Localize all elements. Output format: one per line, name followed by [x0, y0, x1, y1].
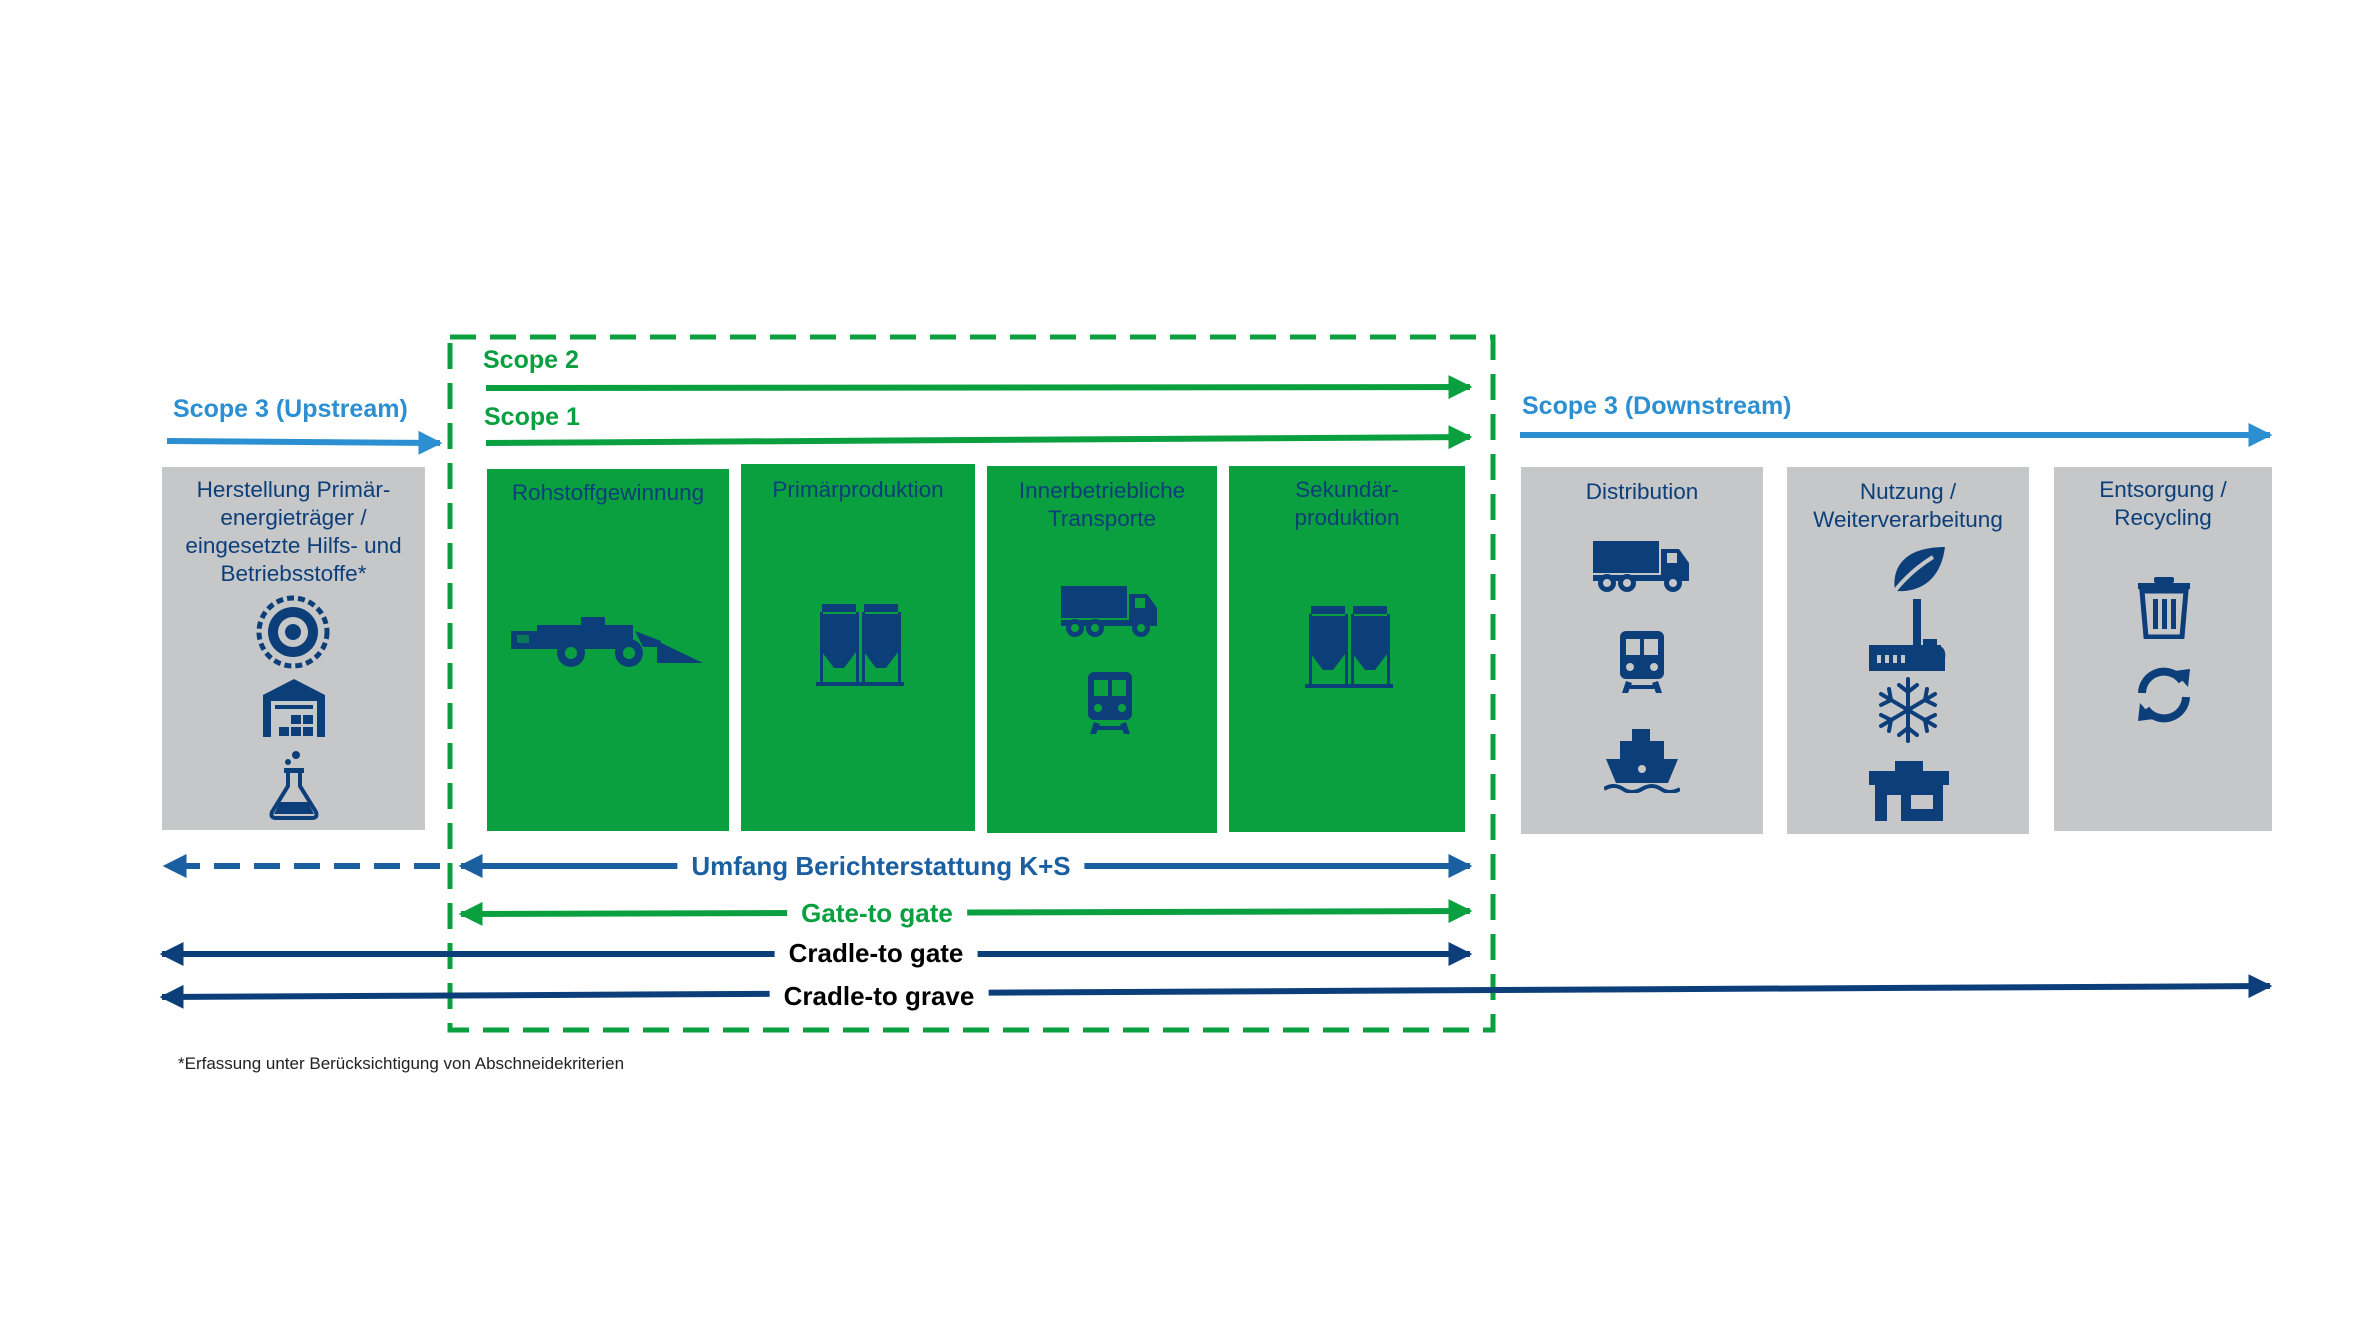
- box-label: Innerbetriebliche Transporte: [1018, 478, 1186, 531]
- gate-to-gate-label: Gate-to gate: [787, 898, 967, 929]
- box-raw-material-extraction: Rohstoffgewinnung: [487, 469, 729, 831]
- footnote: *Erfassung unter Berücksichtigung von Ab…: [178, 1054, 625, 1073]
- scope3-upstream-arrow: [166, 430, 443, 455]
- box-primary-production: Primärproduktion: [741, 464, 975, 831]
- box-label: Sekundär- produktion: [1294, 477, 1400, 530]
- train-icon: [1620, 631, 1664, 693]
- leaf-icon: [1887, 547, 1945, 599]
- silo-icon: [1305, 606, 1393, 688]
- box-disposal-recycling: Entsorgung / Recycling: [2054, 467, 2272, 831]
- silo-icon: [816, 604, 904, 686]
- scope2-label: Scope 2: [483, 346, 579, 374]
- scope1-arrow: [485, 425, 1473, 450]
- truck-icon: [1061, 586, 1157, 637]
- recycle-icon: [2138, 667, 2190, 723]
- train-icon: [1088, 672, 1132, 734]
- scope1-label: Scope 1: [484, 403, 580, 431]
- cradle-to-grave-arrow: [159, 974, 2273, 1009]
- scope3-upstream-label: Scope 3 (Upstream): [173, 395, 408, 423]
- cradle-to-grave-label: Cradle-to grave: [769, 981, 989, 1012]
- box-internal-transport: Innerbetriebliche Transporte: [987, 466, 1217, 833]
- box-label: Herstellung Primär- energieträger / eing…: [185, 477, 402, 586]
- box-label: Rohstoffgewinnung: [511, 480, 705, 505]
- shop-icon: [1869, 761, 1949, 821]
- box-distribution: Distribution: [1521, 467, 1763, 834]
- box-label: Nutzung / Weiterverarbeitung: [1813, 479, 2003, 532]
- gate-boundary-frame: [447, 334, 1496, 1033]
- box-label: Distribution: [1585, 479, 1699, 504]
- flask-icon: [269, 751, 319, 820]
- ship-icon: [1604, 729, 1680, 793]
- scope3-downstream-label: Scope 3 (Downstream): [1522, 392, 1792, 420]
- box-use-processing: Nutzung / Weiterverarbeitung: [1787, 467, 2029, 834]
- factory-icon: [1869, 599, 1946, 671]
- bucket-wheel-icon: [256, 595, 330, 669]
- box-primary-energy-supply: Herstellung Primär- energieträger / eing…: [162, 467, 425, 830]
- scope2-arrow: [485, 375, 1473, 400]
- warehouse-icon: [263, 679, 325, 737]
- truck-icon: [1593, 541, 1689, 592]
- cradle-to-gate-label: Cradle-to gate: [774, 938, 978, 969]
- box-secondary-production: Sekundär- produktion: [1229, 466, 1465, 832]
- box-label: Entsorgung / Recycling: [2099, 477, 2227, 530]
- trash-icon: [2138, 577, 2190, 639]
- snowflake-icon: [1879, 677, 1937, 743]
- reporting-scope-label: Umfang Berichterstattung K+S: [677, 851, 1085, 882]
- mining-loader-icon: [511, 617, 703, 667]
- box-label: Primärproduktion: [772, 477, 944, 502]
